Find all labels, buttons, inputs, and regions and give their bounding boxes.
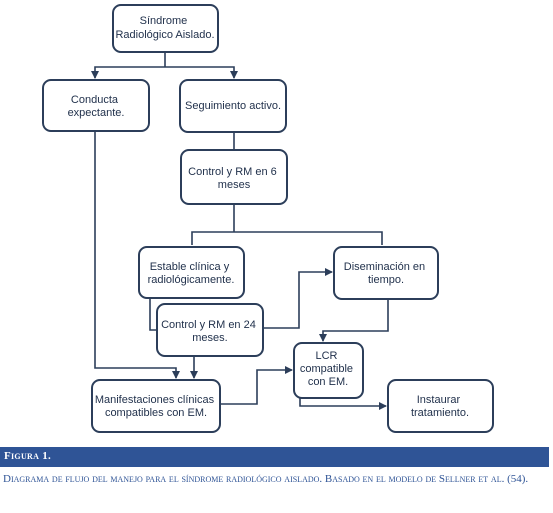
edge-to-diseminacion xyxy=(234,231,383,245)
node-control6: Control y RM en 6 meses xyxy=(180,149,288,205)
node-instaurar: Instaurar tratamiento. xyxy=(387,379,494,433)
node-diseminacion-label: Diseminación en tiempo. xyxy=(344,261,428,286)
edge-control24-diseminacion xyxy=(263,268,333,329)
node-manifestaciones: Manifestaciones clínicas compatibles con… xyxy=(91,379,221,433)
edge-diseminacion-lcr xyxy=(319,299,389,342)
node-seguimiento: Seguimiento activo. xyxy=(179,79,287,133)
node-sindrome: Síndrome Radiológico Aislado. xyxy=(112,4,219,53)
node-control24: Control y RM en 24 meses. xyxy=(156,303,264,357)
node-sindrome-label: Síndrome Radiológico Aislado. xyxy=(115,15,214,41)
flowchart: Síndrome Radiológico Aislado. Conducta e… xyxy=(42,4,494,433)
node-seguimiento-label: Seguimiento activo. xyxy=(185,100,281,112)
edges xyxy=(91,52,389,410)
node-diseminacion: Diseminación en tiempo. xyxy=(333,246,439,300)
node-control6-label: Control y RM en 6 meses xyxy=(188,166,280,191)
edge-estable-control24 xyxy=(149,298,158,331)
caption-bar: Figura 1. xyxy=(0,447,549,467)
node-estable-label: Estable clínica y radiológicamente. xyxy=(148,261,235,286)
node-instaurar-label: Instaurar tratamiento. xyxy=(411,394,469,419)
edge-to-estable xyxy=(191,231,234,245)
edge-conducta-manifestaciones xyxy=(94,131,180,379)
node-lcr-label: LCR compatible con EM. xyxy=(300,350,356,388)
node-conducta-label: Conducta expectante. xyxy=(68,94,125,119)
edge-to-seguimiento xyxy=(165,66,238,79)
node-conducta: Conducta expectante. xyxy=(42,79,150,132)
edge-to-conducta xyxy=(91,66,165,79)
figure-label: Figura 1. xyxy=(4,450,52,462)
node-lcr: LCR compatible con EM. xyxy=(293,342,364,399)
edge-manifestaciones-lcr xyxy=(220,366,293,405)
edge-lcr-instaurar xyxy=(299,398,387,410)
node-estable: Estable clínica y radiológicamente. xyxy=(138,246,245,299)
node-manifestaciones-label: Manifestaciones clínicas compatibles con… xyxy=(95,394,217,419)
node-control24-label: Control y RM en 24 meses. xyxy=(161,319,259,344)
figure-caption: Diagrama de flujo del manejo para el sín… xyxy=(3,473,529,485)
